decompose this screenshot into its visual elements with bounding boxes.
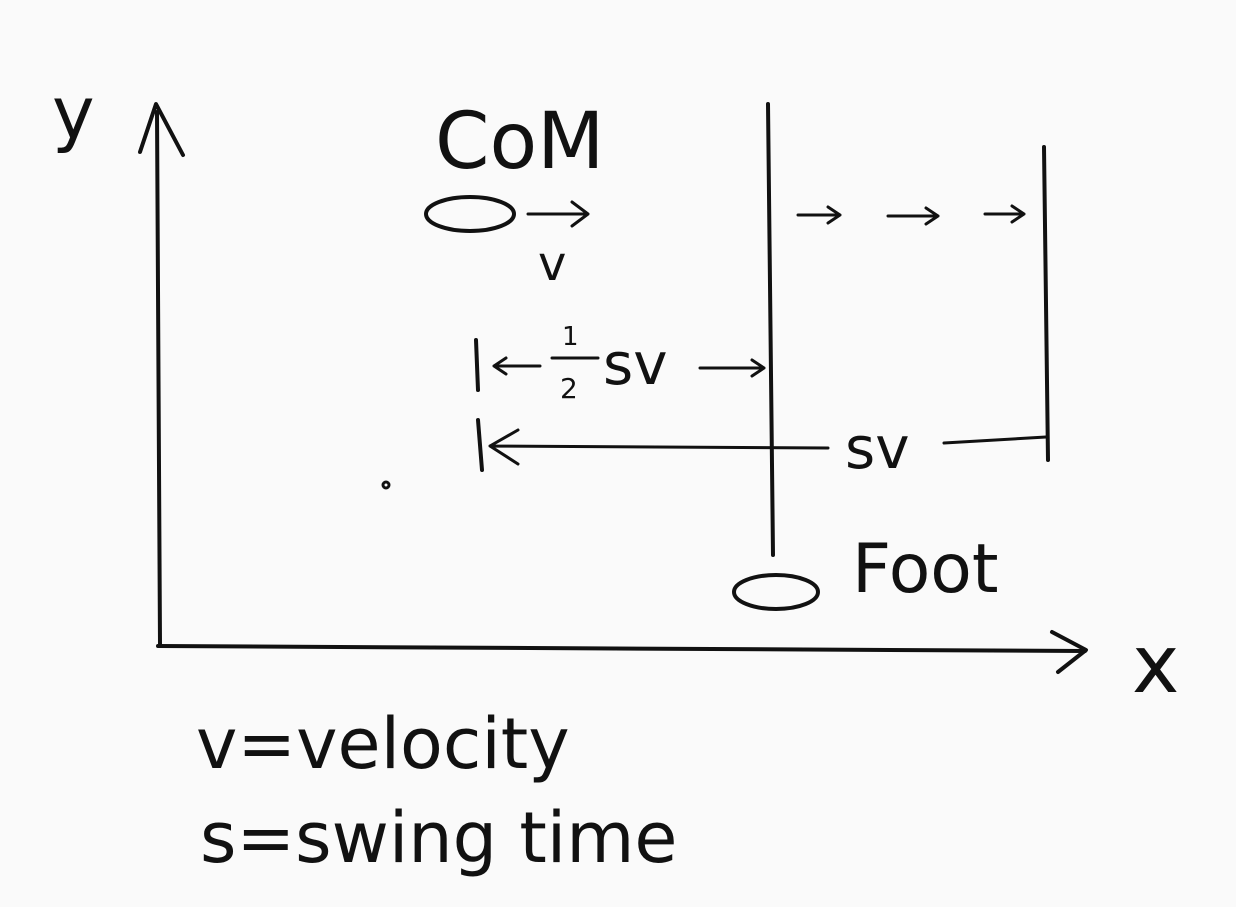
motion-arrow <box>983 204 1026 224</box>
foot-group: Foot <box>732 530 999 611</box>
half-step-dimension: 1 2 sv <box>474 322 766 405</box>
half-step-numerator: 1 <box>562 322 579 352</box>
full-step-arrow <box>488 428 830 466</box>
motion-arrow <box>886 206 940 226</box>
com-label: CoM <box>435 97 604 187</box>
motion-arrows <box>796 204 1026 226</box>
y-axis-arrowhead <box>138 102 185 157</box>
y-axis-label: y <box>52 71 95 155</box>
full-step-tail <box>942 435 1048 445</box>
half-step-variable: sv <box>603 330 668 398</box>
full-step-tick <box>476 418 484 472</box>
legend: v=velocity s=swing time <box>196 703 678 879</box>
foot-marker <box>732 573 820 611</box>
x-axis-arrowhead <box>1050 630 1088 674</box>
stray-dot <box>381 480 391 490</box>
com-velocity-arrow <box>526 200 590 228</box>
legend-velocity: v=velocity <box>196 703 570 785</box>
legend-swing-time: s=swing time <box>200 797 678 879</box>
x-axis-label: x <box>1132 618 1179 711</box>
next-step-line <box>1042 145 1050 462</box>
x-axis-line <box>156 644 1087 653</box>
stance-line <box>766 102 775 557</box>
x-axis: x <box>156 618 1179 711</box>
half-step-denominator: 2 <box>560 372 578 405</box>
half-step-tick <box>474 338 480 392</box>
y-axis: y <box>52 71 185 647</box>
com-velocity-label: v <box>538 236 566 292</box>
half-step-left-arrow <box>492 356 542 376</box>
com-marker <box>424 195 516 233</box>
full-step-label: sv <box>845 414 910 482</box>
full-step-dimension: sv <box>476 414 1048 482</box>
com-group: CoM v <box>424 97 604 292</box>
foot-label: Foot <box>852 530 999 609</box>
half-step-right-arrow <box>698 358 766 378</box>
y-axis-line <box>155 110 162 647</box>
motion-arrow <box>796 205 842 225</box>
